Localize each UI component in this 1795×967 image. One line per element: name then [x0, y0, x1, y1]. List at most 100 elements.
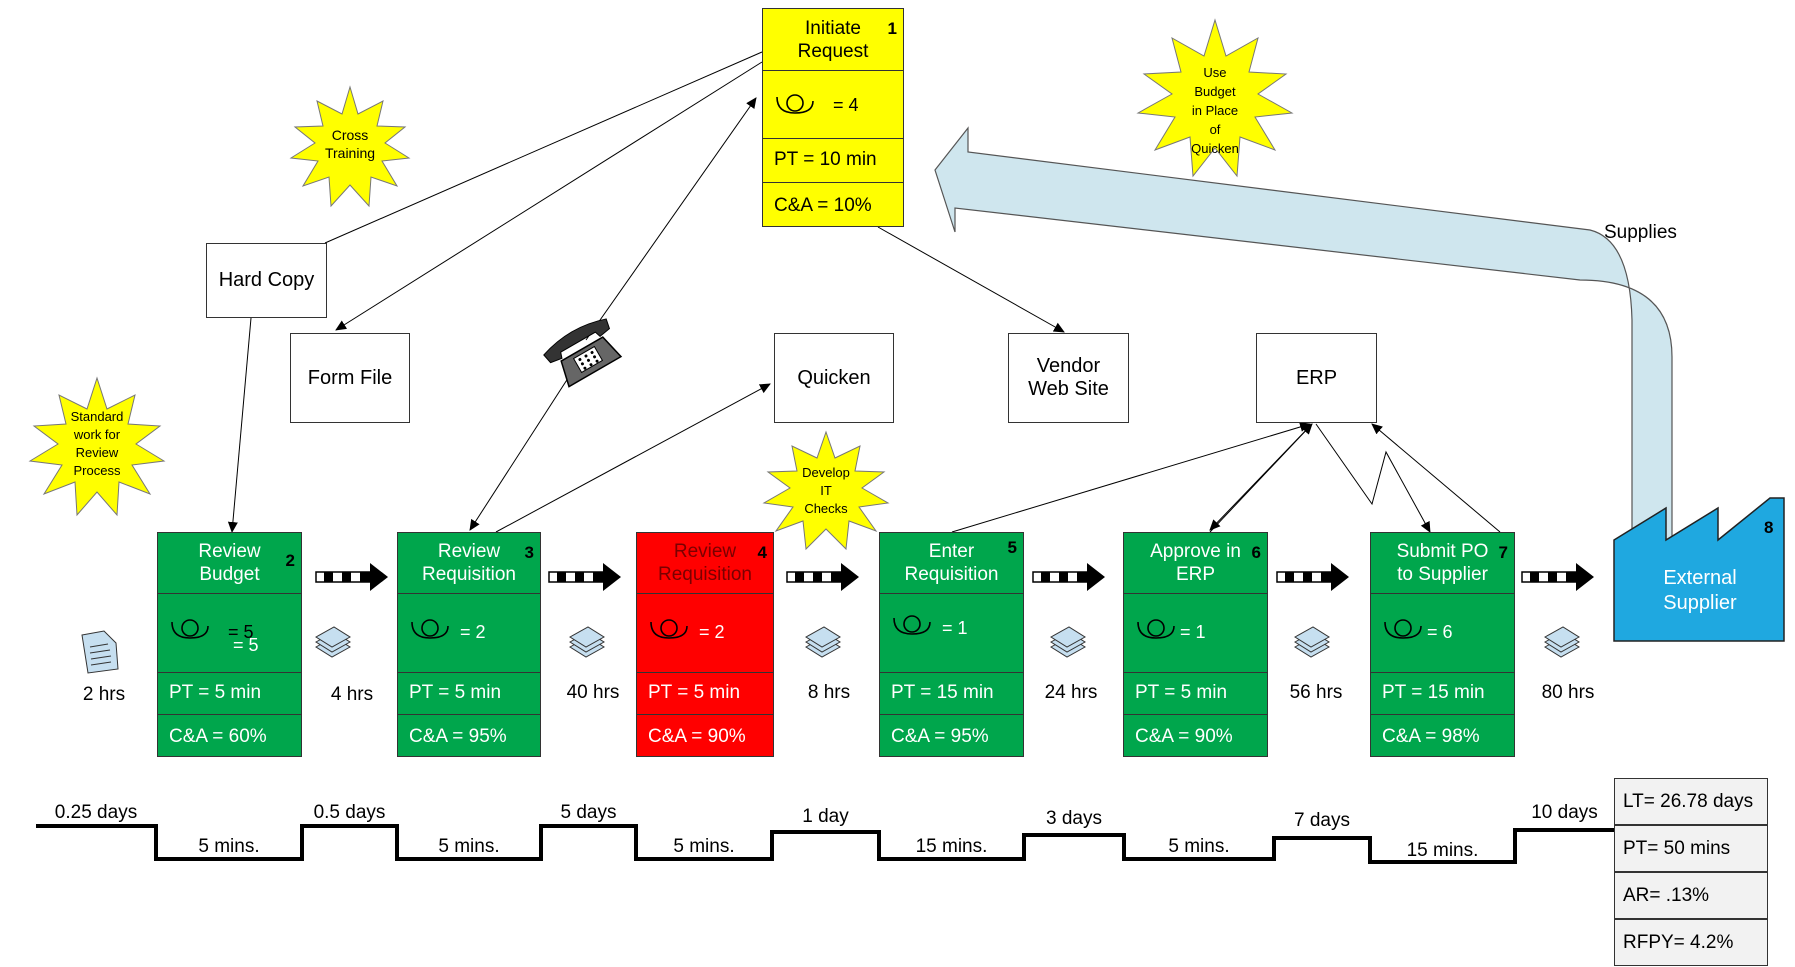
process-number: 4 — [757, 543, 767, 562]
paper-stack-icons — [315, 626, 1580, 658]
erp-approve-arrow-down — [1209, 423, 1313, 531]
title-line-1: Initiate — [805, 17, 861, 39]
operator-icon — [171, 619, 209, 639]
hard-copy-label: Hard Copy — [218, 269, 315, 291]
vendor-label-line-2: Web Site — [1028, 378, 1109, 400]
title-line-1: Submit PO — [1396, 541, 1489, 562]
title-line-2: to Supplier — [1397, 564, 1488, 585]
push-arrows — [315, 563, 1594, 591]
inventory-row: = 2 — [637, 594, 773, 673]
timeline-wait-label: 10 days — [1531, 802, 1598, 823]
timeline-wait-label: 3 days — [1046, 808, 1102, 829]
burst-line: Quicken — [1191, 140, 1239, 156]
burst-line: in Place — [1191, 102, 1239, 118]
title-line-2: ERP — [1175, 564, 1216, 585]
process-time: PT = 5 min — [1124, 672, 1267, 715]
erp-label: ERP — [1295, 366, 1338, 389]
inventory-row: = 6 — [1371, 594, 1514, 673]
complete-accurate: C&A = 95% — [409, 725, 507, 747]
process-time: PT = 5 min — [637, 672, 773, 715]
inventory-value: = 5 — [228, 622, 254, 642]
quicken-box[interactable]: Quicken — [774, 333, 894, 423]
title-line-2: Requisition — [658, 564, 752, 585]
initiate-to-hardcopy-line — [324, 51, 763, 244]
erp-submit-bolt — [1315, 423, 1431, 533]
process-number: 3 — [524, 543, 534, 562]
burst-line: Budget — [1194, 83, 1236, 99]
process-time: PT = 15 min — [880, 672, 1023, 715]
timeline-wait-label: 1 day — [802, 806, 849, 827]
req-to-quicken-arrow — [495, 383, 771, 533]
complete-accurate: C&A = 95% — [891, 725, 989, 747]
inventory-value: = 2 — [460, 622, 486, 642]
vendor-label-line-1: Vendor — [1036, 355, 1101, 377]
supplier-label-line-2: Supplier — [1663, 592, 1737, 614]
inventory-row: = 1 — [880, 594, 1023, 673]
burst-line: work for — [73, 427, 121, 442]
timeline-line — [36, 824, 1614, 864]
inventory-value: = 1 — [1180, 622, 1206, 642]
burst-line: Cross — [331, 127, 369, 143]
title-line-2: Budget — [199, 564, 260, 585]
operator-icon — [776, 94, 814, 114]
process-time: PT = 15 min — [1371, 672, 1514, 715]
telephone-icon — [543, 318, 623, 388]
hard-copy-box[interactable]: Hard Copy — [206, 243, 327, 318]
inventory-row: = 1 — [1124, 594, 1267, 673]
process-time: PT = 5 min — [398, 672, 540, 715]
process-number: 5 — [1007, 538, 1017, 557]
burst-line: Develop — [802, 465, 850, 480]
enter-to-erp-line — [951, 422, 1311, 533]
burst-line: Standard — [70, 409, 124, 424]
timeline-process-label: 5 mins. — [438, 836, 500, 857]
burst-line: Process — [73, 463, 121, 478]
burst-line: of — [1209, 121, 1221, 137]
wait-time: 24 hrs — [1044, 682, 1098, 703]
burst-line: Checks — [804, 501, 848, 516]
initiate-to-vendor-line — [877, 226, 1065, 333]
form-file-box[interactable]: Form File — [290, 333, 410, 423]
submit-to-erp-arrow — [1371, 423, 1501, 533]
metric-activity-ratio: AR= .13% — [1614, 872, 1768, 919]
title-line-2: Request — [797, 40, 869, 62]
title-line-1: Review — [673, 541, 737, 562]
inventory-row: = 2 — [398, 594, 540, 673]
burst-line: IT — [820, 483, 832, 498]
wait-time: 40 hrs — [566, 682, 620, 703]
title-line-1: Review — [437, 541, 501, 562]
title-line-2: Requisition — [904, 564, 999, 585]
supplies-label: Supplies — [1604, 222, 1677, 243]
complete-accurate: C&A = 90% — [648, 725, 746, 747]
kaizen-burst-develop-it — [762, 430, 890, 551]
metric-process-time: PT= 50 mins — [1614, 825, 1768, 872]
timeline-process-label: 15 mins. — [1406, 840, 1479, 861]
erp-box[interactable]: ERP — [1256, 333, 1377, 423]
inventory-value-overlay: = 5 — [233, 635, 259, 655]
supplier-label-line-1: External — [1663, 567, 1737, 589]
inventory-value: = 1 — [942, 618, 968, 638]
timeline-wait-label: 5 days — [560, 802, 617, 823]
metric-rfpy: RFPY= 4.2% — [1614, 919, 1768, 966]
wait-time: 4 hrs — [330, 684, 374, 705]
kaizen-burst-standard-work — [28, 376, 166, 517]
burst-line: Review — [75, 445, 119, 460]
title-line-2: Requisition — [422, 564, 516, 585]
phone-line-up — [585, 97, 757, 341]
